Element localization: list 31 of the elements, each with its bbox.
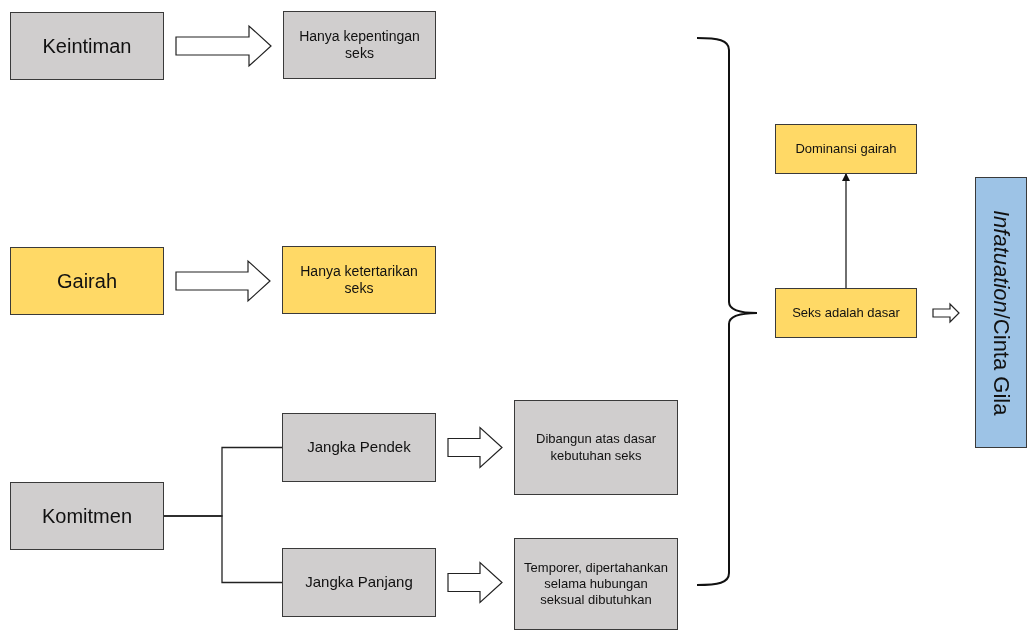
box-label: Temporer, dipertahankan selama hubungan seksual dibutuhkan [523,559,669,609]
process-box [975,177,1027,448]
box-label: Seks adalah dasar [792,304,900,322]
process-box [10,482,164,550]
connector-line [163,515,283,584]
block-arrow [932,302,960,324]
process-box [775,288,917,338]
box-label: Jangka Pendek [307,438,411,457]
box-label: Infatuation/Cinta Gila [987,209,1015,416]
arrow [842,173,850,289]
box-label: Komitmen [42,503,132,529]
box-label: Jangka Panjang [305,573,413,592]
process-box [514,400,678,495]
process-box [283,11,436,79]
process-box [282,246,436,314]
process-box [282,413,436,482]
block-arrow [175,24,272,68]
box-label: Gairah [57,268,117,294]
box-label: Dominansi gairah [795,140,897,158]
box-label: Dibangun atas dasar kebutuhan seks [535,431,657,464]
process-box [10,247,164,315]
box-label: Keintiman [42,33,132,59]
process-box [775,124,917,174]
process-box [10,12,164,80]
block-arrow [175,259,271,303]
box-label: Hanya kepentingan seks [298,27,421,63]
block-arrow [447,426,503,469]
process-box [282,548,436,617]
process-box [514,538,678,630]
block-arrow [447,561,503,604]
box-label: Hanya ketertarikan seks [299,262,419,298]
